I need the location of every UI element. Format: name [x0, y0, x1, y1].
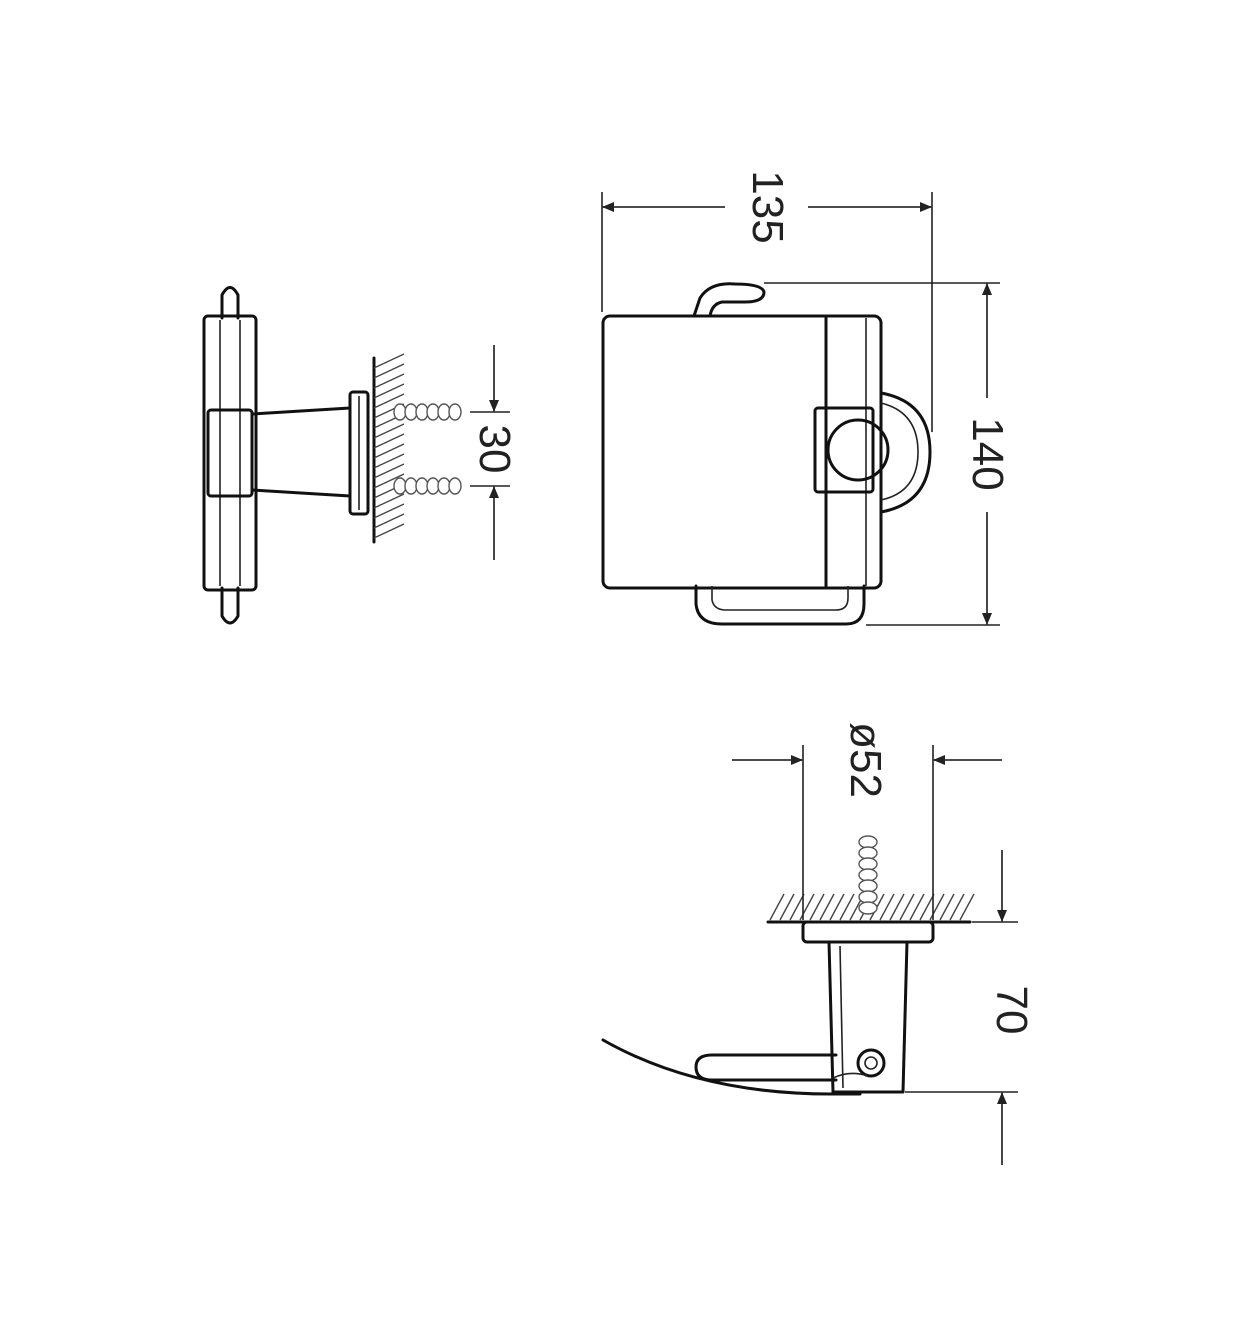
front-view: [601, 282, 932, 626]
dimension-height: 140: [764, 282, 1012, 626]
dimension-depth: 70: [905, 850, 1036, 1165]
height-label: 140: [963, 417, 1012, 490]
wall-hatch-side: [373, 353, 405, 539]
dimension-width: 135: [601, 170, 933, 432]
screw-spacing-label: 30: [470, 425, 519, 474]
wall-hatch-top: [769, 893, 975, 921]
dimension-screw-spacing: 30: [470, 345, 519, 560]
wall-screw-top: [858, 835, 878, 915]
diameter-label: ø52: [841, 722, 890, 798]
depth-label: 70: [987, 986, 1036, 1035]
width-label: 135: [743, 170, 792, 243]
side-view: [202, 286, 376, 625]
wall-screws-side: [393, 403, 462, 495]
top-view: [601, 920, 972, 1096]
dimension-diameter: ø52: [732, 722, 1002, 920]
